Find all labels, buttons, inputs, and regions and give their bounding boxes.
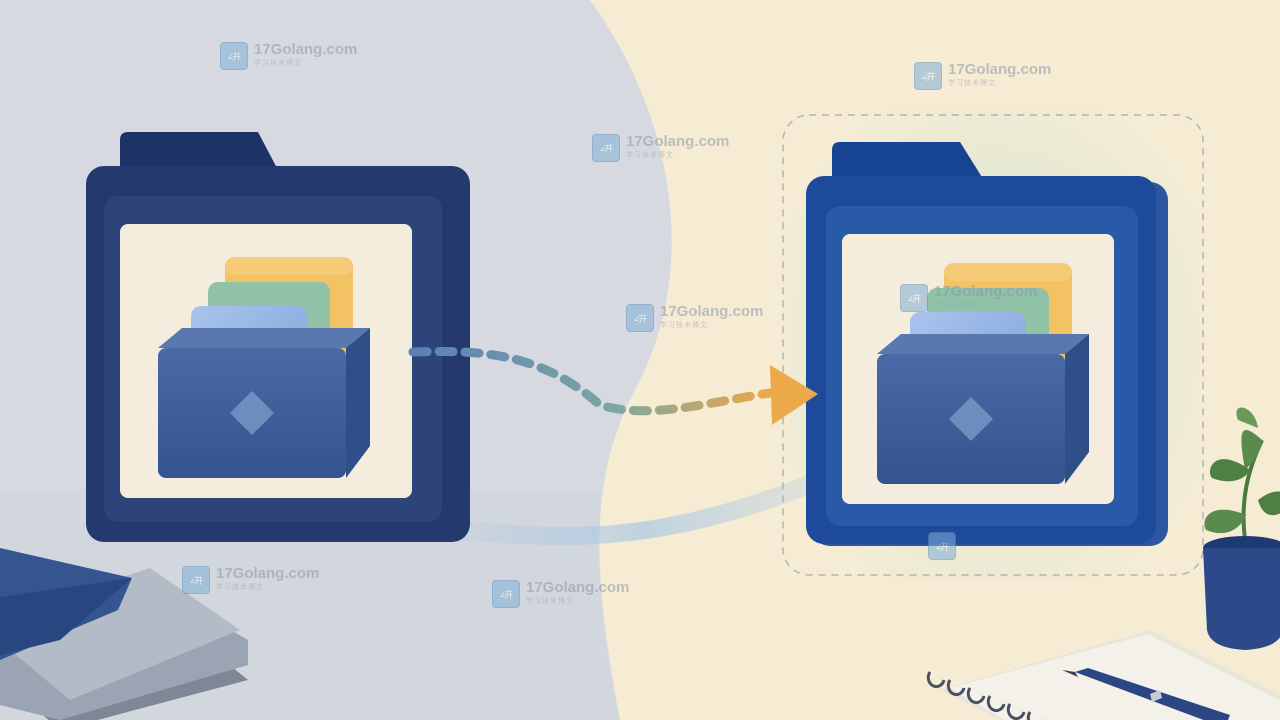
plant-icon [1203,407,1280,650]
connection-swoosh [460,470,820,546]
pen-icon [1062,668,1230,720]
selection-frame [782,114,1204,576]
target-folder-icon [806,142,1168,546]
source-folder-icon [86,132,470,542]
transfer-arrow-icon [408,347,818,425]
paper-stack-icon [0,548,248,720]
